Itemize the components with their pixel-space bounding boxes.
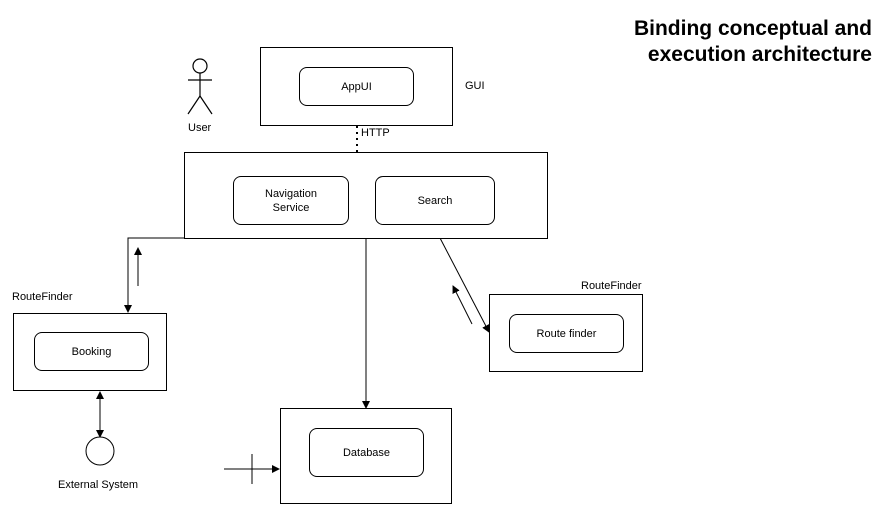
gui-node: AppUI xyxy=(260,47,453,126)
booking-node-label: RouteFinder xyxy=(12,291,73,303)
navigation-service-component: Navigation Service xyxy=(233,176,349,225)
http-label: HTTP xyxy=(361,127,390,139)
booking-component: Booking xyxy=(34,332,149,371)
routefinder-return-arrow xyxy=(452,285,473,325)
user-actor-figure xyxy=(187,58,213,115)
routefinder-node-label: RouteFinder xyxy=(581,280,642,292)
navigation-service-label: Navigation Service xyxy=(265,187,317,214)
server-to-routefinder-connector xyxy=(439,237,490,333)
appui-component: AppUI xyxy=(299,67,414,106)
route-finder-label: Route finder xyxy=(536,327,597,340)
route-finder-component: Route finder xyxy=(509,314,624,353)
database-label: Database xyxy=(342,446,391,459)
routefinder-node: Route finder xyxy=(489,294,643,372)
booking-label: Booking xyxy=(71,345,112,358)
external-system-label: External System xyxy=(58,479,139,491)
server-to-booking-connector xyxy=(124,237,290,313)
diagram-title: Binding conceptual and execution archite… xyxy=(633,17,872,66)
database-component: Database xyxy=(309,428,424,477)
appui-label: AppUI xyxy=(341,80,372,93)
external-system-circle xyxy=(85,436,115,466)
booking-node: Booking xyxy=(13,313,167,391)
server-node: Navigation Service Search xyxy=(184,152,548,239)
search-component: Search xyxy=(375,176,495,225)
database-node: Database xyxy=(280,408,452,504)
search-label: Search xyxy=(417,194,453,207)
user-label: User xyxy=(188,122,212,134)
gui-label: GUI xyxy=(465,80,485,92)
